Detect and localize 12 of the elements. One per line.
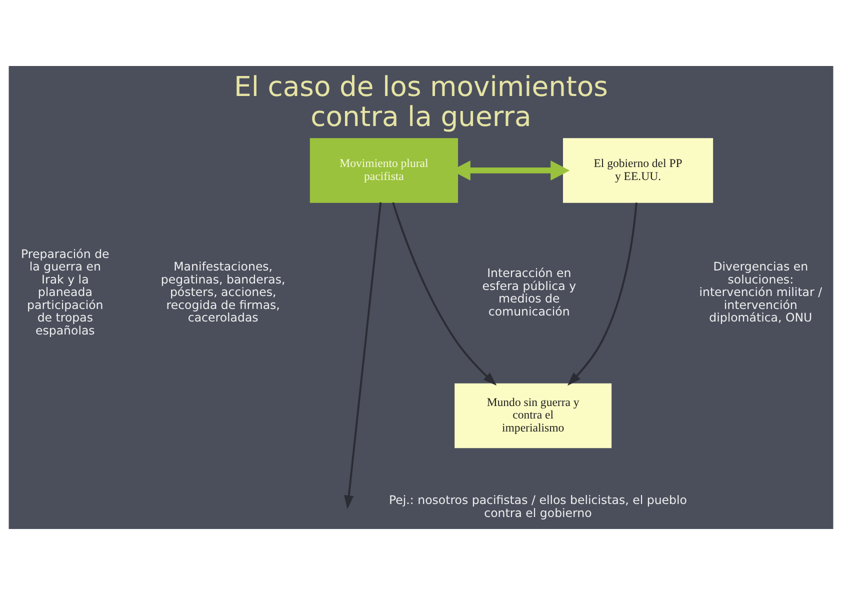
label: Manifestaciones, pegatinas, banderas, pósters, acciones, recogida de firmas, caceroladas [160,260,286,325]
arrow [344,202,382,510]
label: Preparación de la guerra en Irak y la planeada participación de tropas españolas [21,246,110,338]
label: Pej.: nosotros pacifistas / ellos belicistas, el pueblo contra el gobierno [388,493,687,520]
node-box: El gobierno del PP y EE.UU. [563,138,714,203]
label: Divergencias en soluciones: intervención militar / intervención diplomática, ONU [699,260,822,325]
arrow [392,202,497,386]
node-box: Movimiento plural pacifista [310,138,458,203]
node-box: Mundo sin guerra y contra el imperialismo [454,383,612,448]
diagram-title: El caso de los movimientos contra la guerra [234,72,608,134]
label: Interacción en esfera pública y medios de comunicación [482,266,576,318]
arrow [567,202,638,386]
